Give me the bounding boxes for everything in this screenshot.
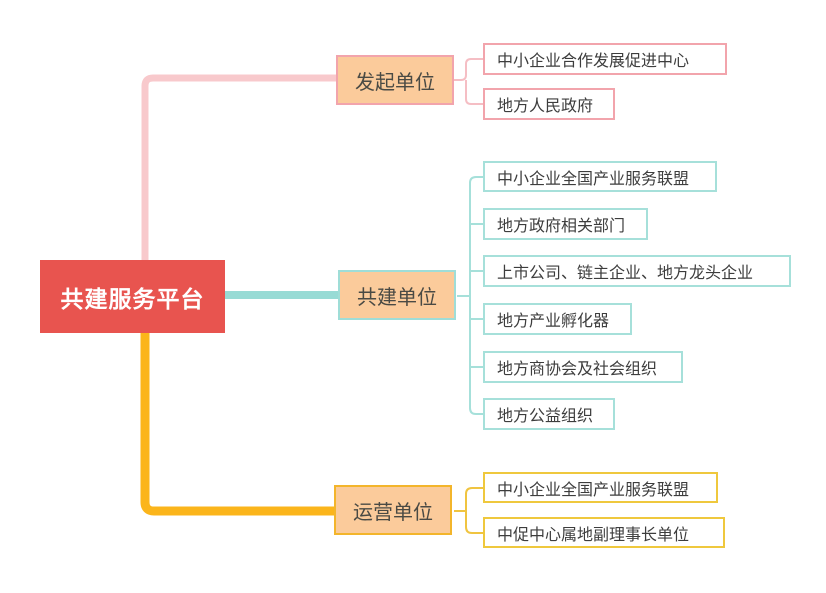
child-node: 地方政府相关部门 <box>483 208 648 240</box>
child-node: 中小企业全国产业服务联盟 <box>483 472 718 503</box>
child-node: 中小企业合作发展促进中心 <box>483 43 727 75</box>
child-node: 地方产业孵化器 <box>483 303 632 335</box>
child-node: 地方商协会及社会组织 <box>483 351 683 383</box>
child-node: 上市公司、链主企业、地方龙头企业 <box>483 255 791 287</box>
branch-line-initiating <box>141 74 336 262</box>
child-line <box>454 58 483 81</box>
branch-node-cobuilding: 共建单位 <box>338 270 456 320</box>
child-line <box>465 80 483 105</box>
child-node: 地方公益组织 <box>483 398 615 430</box>
child-line <box>465 487 483 534</box>
child-node: 地方人民政府 <box>483 88 615 120</box>
branch-node-initiating: 发起单位 <box>336 55 454 105</box>
branch-node-operating: 运营单位 <box>334 485 452 535</box>
branch-line-operating <box>140 331 334 516</box>
child-node: 中促中心属地副理事长单位 <box>483 517 725 548</box>
child-line <box>469 176 483 415</box>
root-node: 共建服务平台 <box>40 260 225 333</box>
child-node: 中小企业全国产业服务联盟 <box>483 161 717 192</box>
